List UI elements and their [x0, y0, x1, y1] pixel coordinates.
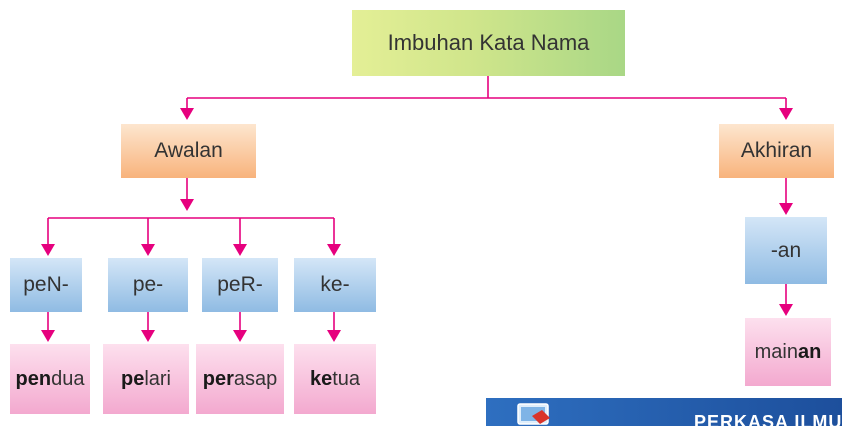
affix-label: ke- [320, 273, 350, 296]
arrowhead [779, 108, 793, 120]
affix-label: peN- [23, 273, 69, 296]
affix-label: peR- [217, 273, 263, 296]
affix-pen: peN- [10, 258, 82, 312]
example-affix-part: pe [120, 367, 145, 390]
arrowhead [233, 244, 247, 256]
affix-label: -an [770, 238, 802, 262]
example-root-part: asap [233, 367, 278, 390]
branch-awalan-label: Awalan [154, 139, 223, 162]
arrowhead [327, 330, 341, 342]
example-root-part: tua [332, 367, 361, 390]
arrowhead [779, 304, 793, 316]
arrowhead [180, 108, 194, 120]
arrowhead [141, 330, 155, 342]
example-affix-part: per [202, 367, 234, 390]
affix-an: -an [745, 217, 827, 284]
arrowhead [327, 244, 341, 256]
arrowhead [141, 244, 155, 256]
root-node: Imbuhan Kata Nama [352, 10, 625, 76]
example-affix-part: ke [309, 367, 333, 390]
affix-label: pe- [132, 273, 164, 296]
arrowhead [41, 330, 55, 342]
footer-banner: PERKASA ILMU [486, 398, 842, 426]
branch-awalan: Awalan [121, 124, 256, 178]
arrowhead [233, 330, 247, 342]
example-affix-part: an [798, 340, 822, 363]
banner-title: PERKASA ILMU [694, 412, 842, 426]
arrowhead [779, 203, 793, 215]
arrowhead [41, 244, 55, 256]
affix-pe: pe- [108, 258, 188, 312]
example-root-part: lari [144, 367, 171, 390]
branch-akhiran-label: Akhiran [740, 139, 813, 162]
root-label: Imbuhan Kata Nama [387, 30, 590, 55]
example-affix-part: pen [15, 367, 52, 390]
arrowhead [180, 199, 194, 211]
example-root-part: dua [51, 367, 85, 390]
affix-per: peR- [202, 258, 278, 312]
laptop-icon [517, 403, 550, 425]
branch-akhiran: Akhiran [719, 124, 834, 178]
example-root-part: main [754, 340, 798, 363]
affix-ke: ke- [294, 258, 376, 312]
